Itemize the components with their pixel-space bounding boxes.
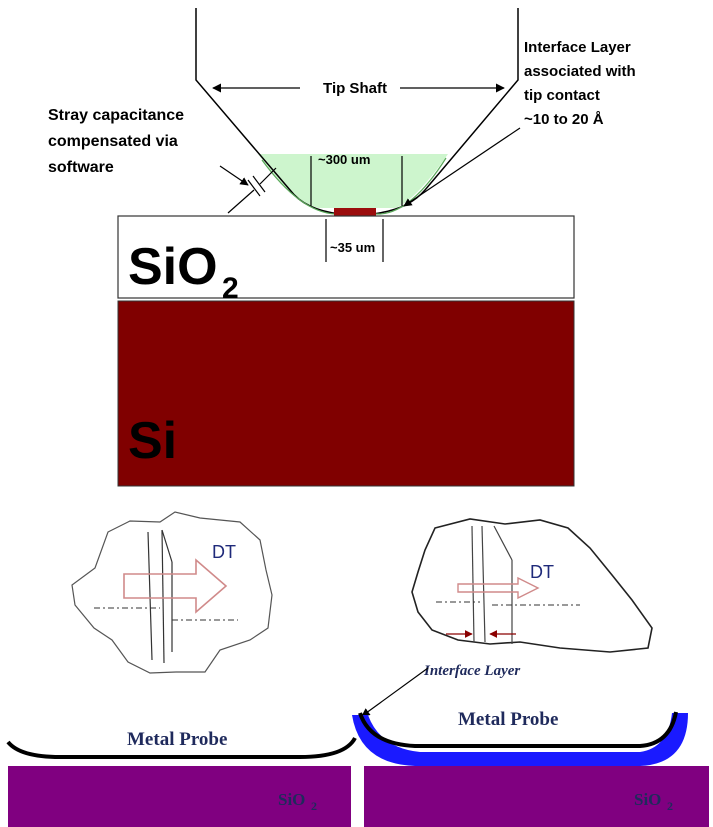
silicon-label: Si [128,412,177,470]
silicon-substrate [117,300,575,487]
interface-layer-note: Interface Layer associated with tip cont… [524,39,640,128]
left-oxide-block [8,766,351,827]
right-probe-curve [358,711,678,748]
interface-note-line-3: tip contact [524,87,600,104]
oxide-layer [117,215,575,299]
stray-capacitance-note: Stray capacitance compensated via softwa… [48,107,189,176]
right-grain-line-c [493,525,513,561]
left-probe-label: Metal Probe [127,729,227,750]
stray-note-arrow [219,165,249,186]
right-oxide-label: SiO [634,790,661,809]
left-oxide-label: SiO [278,790,305,809]
tip-shaft-label: Tip Shaft [323,80,387,97]
stray-note-line-1: Stray capacitance [48,107,184,124]
width-35-label: ~35 um [330,240,375,255]
right-oxide-block [364,766,709,827]
left-grain-line-a [147,531,153,661]
interface-note-line-2: associated with [524,63,636,80]
contact-pad [334,208,376,219]
oxide-label: SiO [128,238,218,296]
capacitor-symbol [227,167,277,214]
oxide-label-subscript: 2 [222,272,239,305]
right-dt-arrow [457,576,540,600]
right-probe-label: Metal Probe [458,709,558,730]
left-grain-line-c [161,529,173,563]
left-oxide-subscript: 2 [311,799,317,813]
left-dt-label: DT [212,542,236,562]
interface-note-arrow [403,127,521,207]
right-dt-label: DT [530,562,554,582]
contact-zone [258,154,448,208]
tip-shaft-label-bg [300,76,400,98]
left-grain-line-b [161,529,165,664]
left-probe-curve [6,736,357,759]
stray-note-line-3: software [48,159,114,176]
right-interface-label: Interface Layer [423,663,520,679]
right-interface-arrow [361,667,429,717]
left-dt-arrow [123,558,228,614]
right-interface-layer [352,713,688,766]
interface-note-line-1: Interface Layer [524,39,631,56]
interface-note-line-4: ~10 to 20 Å [524,111,604,128]
width-300-label: ~300 um [318,152,370,167]
stray-note-line-2: compensated via [48,133,178,150]
right-oxide-subscript: 2 [667,799,673,813]
